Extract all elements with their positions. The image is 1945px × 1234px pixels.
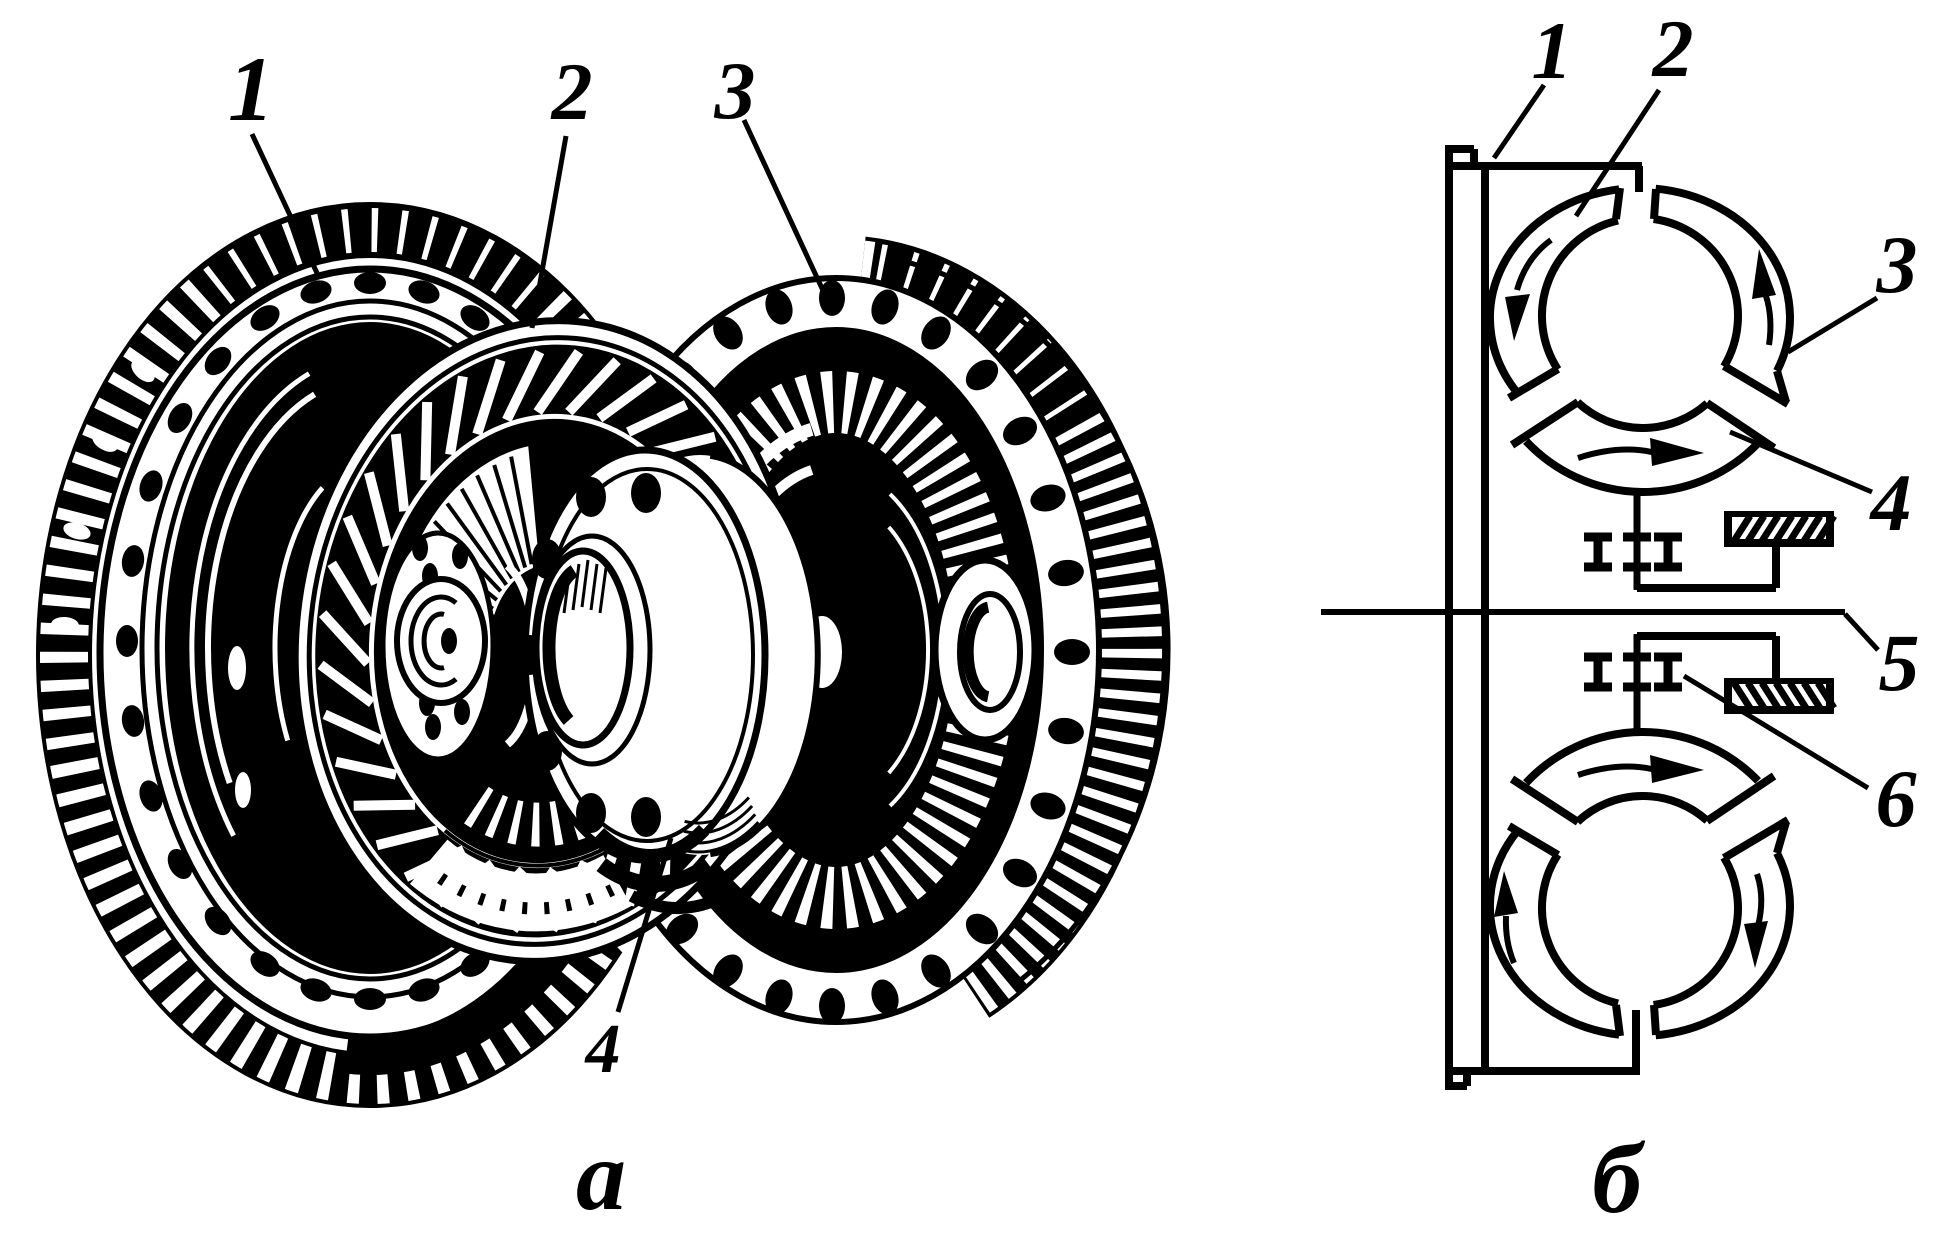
svg-text:4: 4 [584,1011,621,1088]
svg-text:6: 6 [1876,753,1917,844]
svg-text:4: 4 [1869,457,1912,548]
svg-text:3: 3 [1876,219,1918,310]
svg-text:2: 2 [1652,3,1694,94]
svg-text:2: 2 [551,46,593,137]
svg-text:a: a [576,1120,626,1231]
svg-text:б: б [1592,1123,1646,1234]
svg-text:5: 5 [1879,617,1920,708]
svg-text:1: 1 [1532,5,1573,96]
svg-text:3: 3 [714,45,756,136]
svg-text:1: 1 [228,38,274,140]
